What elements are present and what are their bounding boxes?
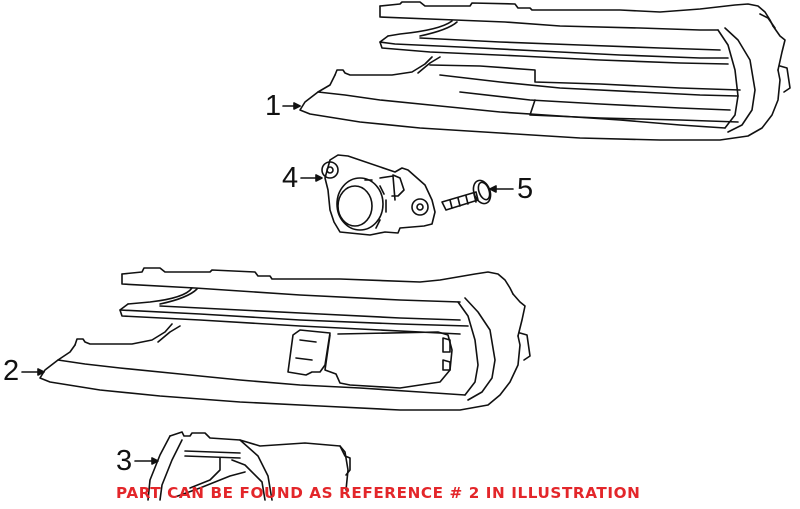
part-5-screw — [441, 179, 492, 211]
callout-label-5: 5 — [517, 173, 534, 205]
callout-arrows — [21, 102, 514, 465]
callout-label-1: 1 — [265, 90, 282, 122]
part-3-bezel — [147, 431, 351, 501]
callout-label-3: 3 — [116, 445, 133, 477]
callout-label-4: 4 — [282, 162, 299, 194]
part-1-grille-trim — [299, 1, 791, 141]
reference-note: PART CAN BE FOUND AS REFERENCE # 2 IN IL… — [116, 484, 641, 502]
part-4-sensor-housing — [321, 154, 436, 236]
callout-label-2: 2 — [3, 355, 20, 387]
part-2-grille-trim — [39, 267, 531, 411]
